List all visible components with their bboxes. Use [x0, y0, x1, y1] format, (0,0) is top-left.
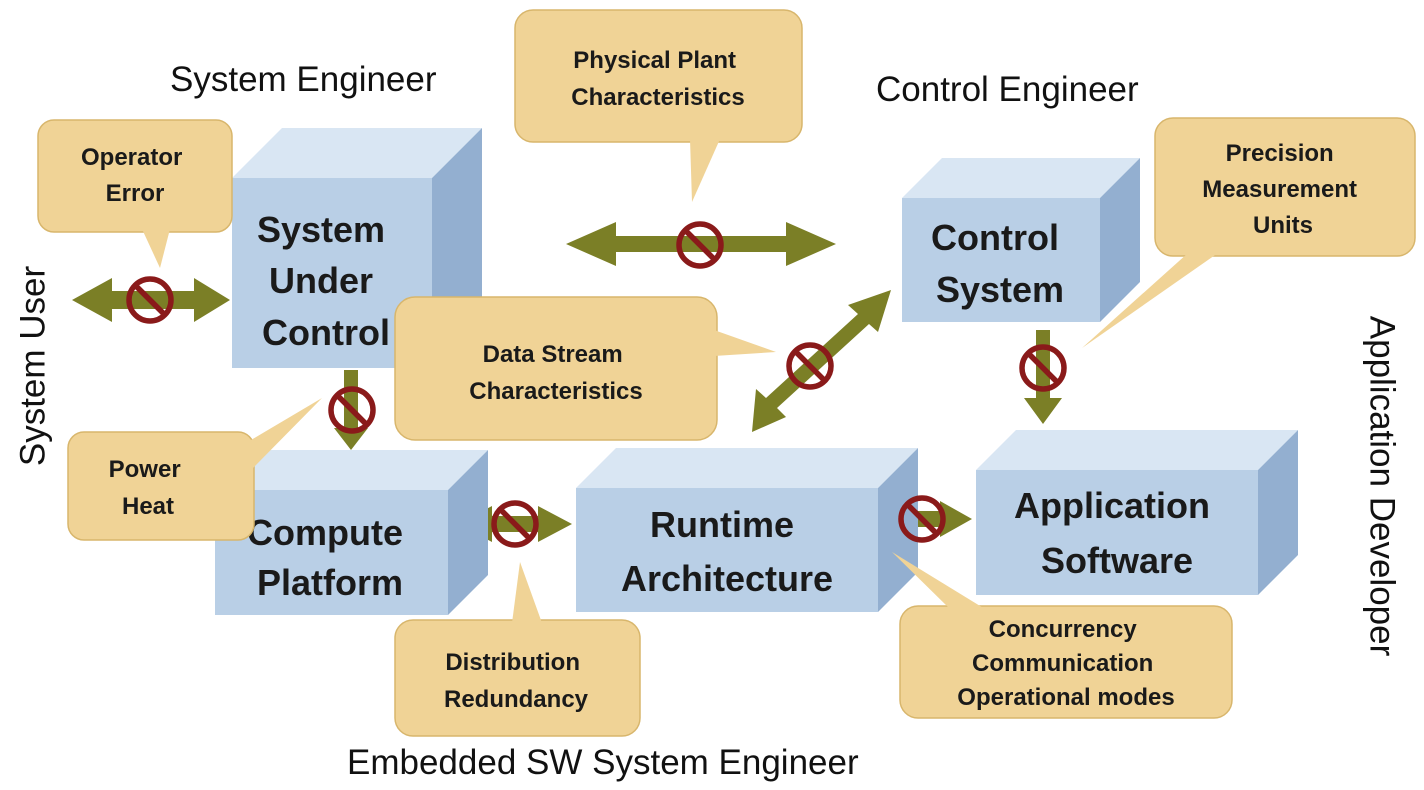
arrow-runtime-control: [752, 290, 891, 432]
callout-concurrency: Concurrency Communication Operational mo…: [892, 552, 1233, 719]
role-embedded-sw-system-engineer: Embedded SW System Engineer: [347, 743, 859, 782]
box-application-software: [976, 430, 1298, 595]
role-system-user: System User: [13, 265, 53, 467]
callout-distribution-redundancy: Distribution Redundancy: [394, 562, 641, 737]
arrow-control-app: [1024, 330, 1062, 424]
callout-power-heat: Power Heat: [67, 398, 322, 541]
svg-text:Concurrency Communicatio: Concurrency Communication Operational mo…: [957, 616, 1174, 711]
box-label-system-under-control: System Under Control: [257, 209, 395, 353]
callout-data-stream: Data Stream Characteristics: [394, 296, 776, 441]
svg-text:Distribution Redundancy: Distribution Redundancy: [444, 649, 589, 713]
svg-text:Power Heat: Power Heat: [109, 456, 188, 520]
svg-text:Physical Plant Character: Physical Plant Characteristics: [571, 47, 744, 111]
role-control-engineer: Control Engineer: [876, 70, 1139, 109]
callout-physical-plant: Physical Plant Characteristics: [514, 9, 803, 202]
box-control-system: [902, 158, 1140, 322]
box-runtime-architecture: [576, 448, 918, 612]
box-label-application-software: Application Software: [1014, 485, 1220, 581]
svg-text:Data Stream Characterist: Data Stream Characteristics: [469, 341, 642, 405]
svg-text:Operator Error: Operator Error: [81, 144, 189, 207]
callout-operator-error: Operator Error: [37, 119, 233, 268]
svg-text:Precision Measurement: Precision Measurement Units: [1202, 140, 1363, 239]
role-application-developer: Application Developer: [1362, 315, 1402, 657]
box-label-runtime-architecture: Runtime Architecture: [621, 504, 833, 599]
box-label-control-system: Control System: [931, 217, 1069, 310]
box-label-compute-platform: Compute Platform: [247, 512, 413, 603]
role-system-engineer: System Engineer: [170, 60, 437, 99]
prohibited-icon: [789, 345, 831, 387]
callout-precision-measurement: Precision Measurement Units: [1082, 117, 1416, 348]
